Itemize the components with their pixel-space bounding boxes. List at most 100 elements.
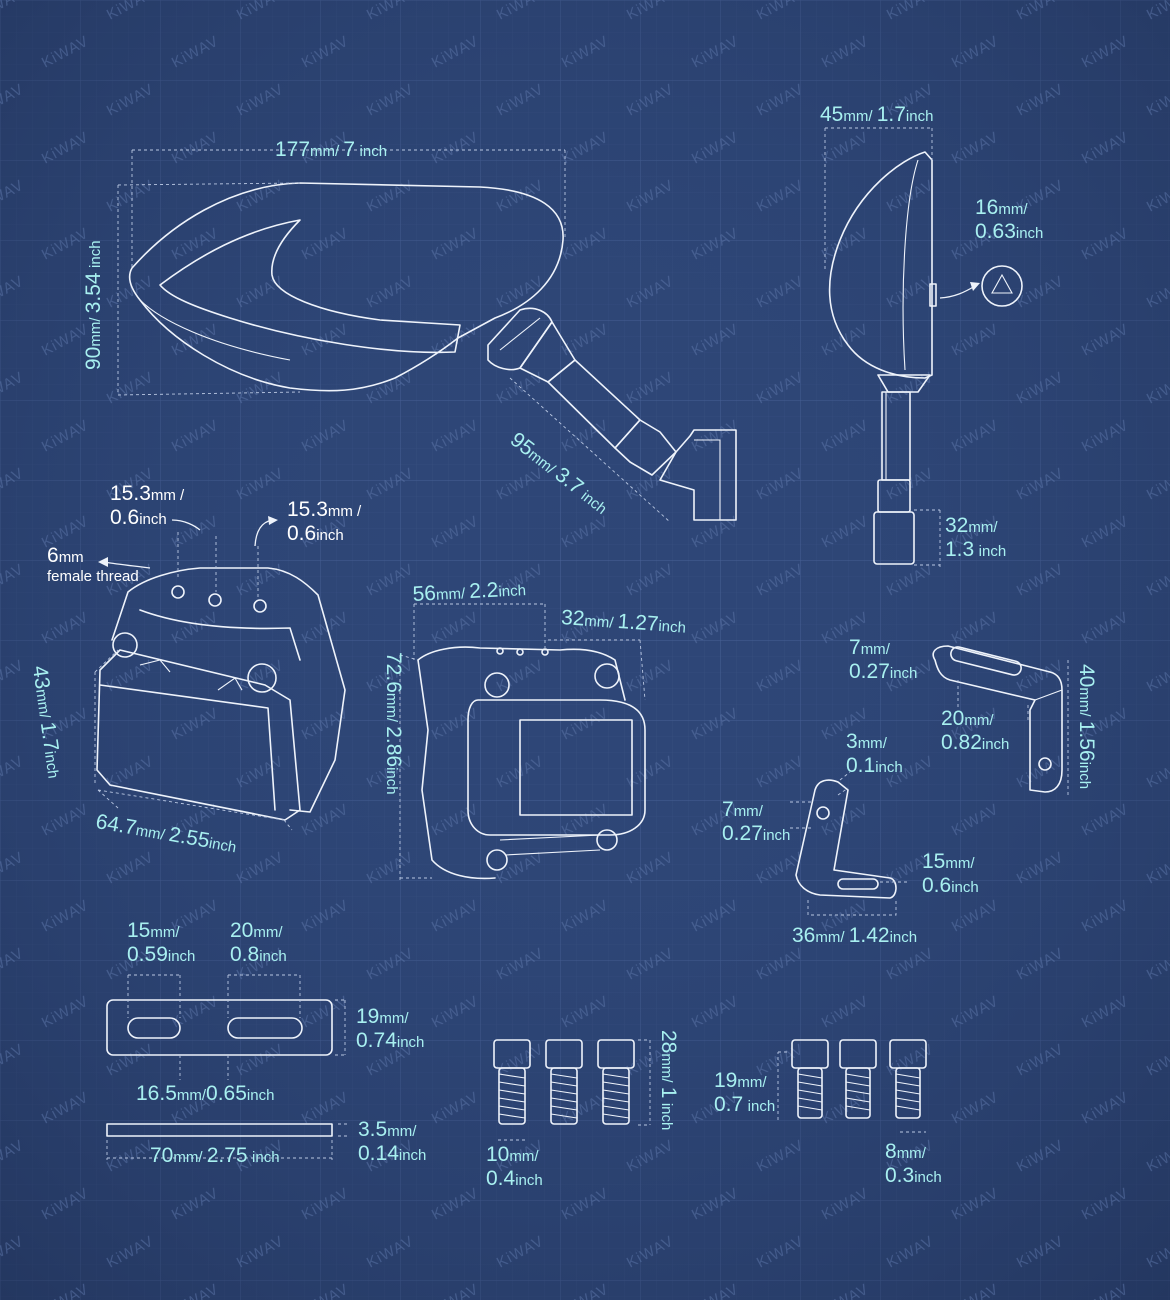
bracket-b-slot-label: 15mm/0.6inch	[922, 850, 979, 898]
emark-label: 16mm/0.63inch	[975, 196, 1044, 244]
bracket-a-slot-label: 7mm/0.27inch	[849, 636, 918, 684]
clamp-left-drawing	[94, 516, 346, 831]
dim-value: 0.6	[287, 522, 317, 546]
dim-unit: inch	[498, 582, 527, 601]
dim-value: 72.6	[382, 652, 405, 693]
bolts-b-dia-label: 8mm/0.3inch	[885, 1140, 942, 1188]
bolt-height-label: 32mm/1.3 inch	[945, 514, 1007, 562]
dim-value: 2.75	[206, 1144, 248, 1167]
bolt-icon	[791, 1039, 829, 1119]
dim-unit: inch	[383, 767, 400, 795]
plate-thick-label: 3.5mm/0.14inch	[358, 1118, 427, 1166]
dim-value: 16.5	[136, 1082, 177, 1105]
dim-unit: inch	[762, 827, 791, 845]
dim-value: 0.59	[127, 943, 168, 967]
dim-unit: mm	[964, 712, 990, 729]
plate-slot1-label: 15mm/0.59inch	[127, 919, 196, 967]
dim-value: 15	[127, 919, 151, 942]
dim-unit: inch	[398, 1147, 427, 1165]
dim-value: 6	[47, 544, 59, 567]
dim-value: 32	[560, 606, 586, 631]
bolt-icon	[493, 1039, 531, 1125]
bolts-b-length-label: 19mm/0.7 inch	[714, 1069, 776, 1117]
mirror-height-label: 90mm/ 3.54 inch	[82, 240, 105, 370]
dim-unit: mm	[32, 688, 53, 716]
dim-value: 0.82	[941, 731, 982, 755]
dim-value: 0.27	[722, 822, 763, 846]
dim-unit: inch	[875, 759, 903, 777]
dim-value: 0.1	[846, 754, 876, 778]
dim-unit: mm	[176, 1087, 202, 1104]
dim-value: 40	[1075, 664, 1098, 688]
bracket-b-drawing	[790, 771, 910, 916]
dim-value: 56	[412, 581, 437, 606]
dim-unit: inch	[1015, 225, 1044, 243]
dim-unit: inch	[316, 527, 344, 545]
dim-value: 0.27	[849, 660, 890, 684]
dim-value: 2.86	[382, 726, 405, 768]
dim-unit: mm	[968, 519, 994, 536]
dim-unit: mm	[843, 108, 869, 125]
dim-value: 0.74	[356, 1029, 397, 1053]
dim-value: 7	[722, 798, 734, 821]
dim-unit: inch	[981, 736, 1010, 754]
bolt-icon	[597, 1039, 635, 1125]
dim-value: 0.6	[922, 874, 952, 898]
dim-unit: mm	[150, 924, 176, 941]
dim-unit: mm	[58, 549, 84, 566]
mirror-front-drawing	[117, 149, 737, 523]
dim-unit: inch	[40, 749, 62, 780]
dim-unit: mm	[509, 1148, 535, 1165]
bracket-a-height-label: 40mm/ 1.56inch	[1075, 664, 1098, 790]
dim-unit: inch	[515, 1172, 543, 1190]
dim-value: 7	[849, 636, 861, 659]
dim-value: 19	[714, 1069, 738, 1092]
dim-value: 1.7	[35, 720, 63, 753]
dim-unit: mm	[379, 1010, 405, 1027]
dim-unit: inch	[951, 879, 979, 897]
bracket-b-thick-label: 3mm/0.1inch	[846, 730, 903, 778]
dim-unit: inch	[259, 948, 287, 966]
dim-value: 1.3	[945, 538, 975, 562]
dim-unit: mm	[737, 1074, 763, 1091]
dim-unit: inch	[889, 665, 918, 683]
dim-value: 0.4	[486, 1167, 516, 1191]
dim-unit: inch	[914, 1169, 942, 1187]
dim-unit: inch	[87, 240, 104, 268]
dim-unit: inch	[167, 948, 196, 966]
dim-value: 3	[846, 730, 858, 753]
dim-value: 28	[657, 1030, 680, 1054]
dim-unit: mm	[815, 929, 841, 946]
dim-value: 7	[343, 138, 356, 161]
dim-value: 1.42	[848, 924, 890, 947]
dim-value: 8	[885, 1140, 897, 1163]
dim-unit: mm	[658, 1053, 675, 1079]
dim-unit: inch	[747, 1098, 776, 1116]
dim-unit: mm	[945, 855, 971, 872]
bolt-dims	[498, 1039, 926, 1141]
clamp-right-drawing	[399, 603, 646, 880]
plate-height-label: 19mm/0.74inch	[356, 1005, 425, 1053]
dim-unit: inch	[657, 617, 687, 637]
hole-spacing-1-label: 15.3mm /0.6inch	[110, 482, 185, 530]
bolts-a-length-label: 28mm/ 1 inch	[657, 1030, 680, 1131]
dim-value: 15.3	[110, 482, 151, 505]
dim-value: 15	[922, 850, 946, 873]
plate-slot2-label: 20mm/0.8inch	[230, 919, 287, 967]
hole-spacing-2-label: 15.3mm /0.6inch	[287, 498, 362, 546]
dim-value: 0.14	[358, 1142, 399, 1166]
bracket-b-width-label: 36mm/ 1.42inch	[792, 924, 918, 947]
dim-value: 3.5	[358, 1118, 388, 1141]
dim-unit: mm	[1076, 687, 1093, 713]
dim-unit: inch	[889, 929, 918, 946]
dim-unit: inch	[207, 834, 238, 857]
dim-value: 45	[820, 103, 844, 126]
dim-value: 0.3	[885, 1164, 915, 1188]
plate-length-label: 70mm/ 2.75 inch	[150, 1144, 280, 1167]
dim-value: 20	[230, 919, 254, 942]
bracket-b-hole-label: 7mm/0.27inch	[722, 798, 791, 846]
dim-unit: inch	[252, 1149, 280, 1166]
dim-value: 1.56	[1075, 720, 1098, 762]
